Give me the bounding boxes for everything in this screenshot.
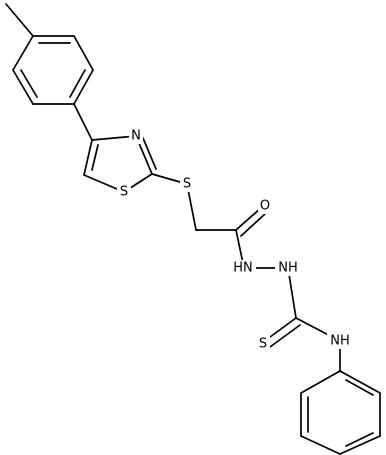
bond-phenyl-1 [339,370,381,394]
bond-carbonyl-o-2 [240,212,267,237]
bond-cs-double-1 [265,317,297,341]
bond-tolyl-double-c [20,69,38,98]
atom-s-thione: S [256,336,270,352]
atom-s-thioether: S [180,176,194,192]
bond-methyl [5,3,34,37]
bond-thiazole-c5-c4-double [91,144,99,171]
bond-tolyl-thiazole [73,103,93,141]
atom-nh-hydrazine: NH [275,260,301,276]
atom-n-thiazole: N [129,128,143,144]
atom-o: O [258,198,272,214]
atom-label-n-thiazole: N [131,129,141,144]
bond-tolyl-5 [12,69,34,105]
bond-tolyl-3 [73,69,94,105]
atom-s-thiazole: S [117,184,131,200]
atom-label-nh-hydrazide: HN [233,261,253,276]
bond-thiazole-c5-c4 [83,139,93,176]
atom-nh-hydrazide: HN [230,260,256,276]
bond-tolyl-2 [73,35,94,71]
bond-carbonyl-o-1 [235,206,263,231]
phenyl-ring [300,370,381,455]
bond-phenyl-6 [300,370,341,394]
bond-cs-double-2 [269,324,301,348]
bond-phenyl-3 [339,435,381,455]
bond-tolyl-6 [12,35,34,71]
atom-label-s-thiazole: S [120,185,128,200]
atom-label-s-thioether: S [183,177,191,192]
atom-label-s-thione: S [259,337,267,352]
bond-phenyl-4 [300,435,341,455]
bond-phenyl-double-b [345,432,374,447]
bond-phenyl-double-a [345,379,374,396]
atom-nh-anilide: NH [327,333,353,349]
bond-nh-thiocarbonyl [287,267,297,319]
atom-label-o: O [260,199,270,214]
atom-label-nh-anilide: NH [330,334,350,349]
atom-label-nh-hydrazine: NH [278,261,298,276]
bond-thiazole-c4-n [91,135,137,141]
bond-tolyl-double-b [69,69,86,98]
bond-thiazole-c2-n-double [142,137,157,170]
tolyl-ring [12,35,94,105]
